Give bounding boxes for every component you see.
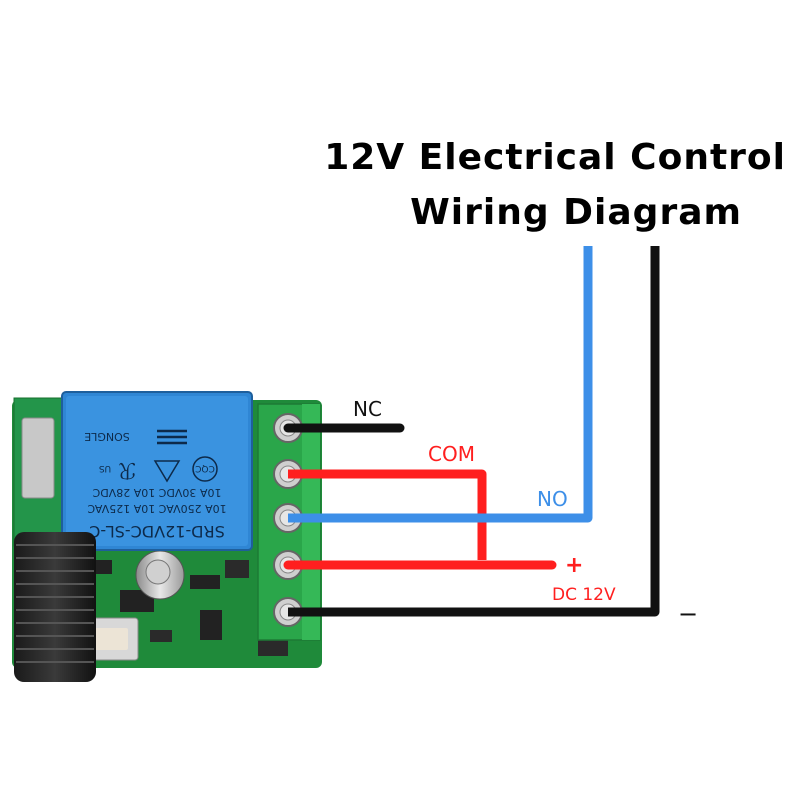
- cqc-mark-icon: [192, 456, 218, 482]
- relay-rating-1: 10A 250VAC 10A 125VAC: [87, 502, 227, 515]
- plus-label: +: [565, 553, 583, 578]
- relay-rating-2: 10A 30VDC 10A 28VDC: [92, 486, 221, 499]
- brand-logo-icon: [157, 429, 187, 445]
- smd-component: [200, 610, 222, 640]
- antenna-coil: [14, 532, 96, 682]
- no-label: NO: [537, 487, 568, 511]
- nc-label: NC: [353, 397, 382, 421]
- relay-model-text: SRD-12VDC-SL-C: [89, 522, 225, 541]
- minus-label: −: [678, 600, 698, 628]
- warning-triangle-icon: [153, 460, 181, 483]
- title-line-1: 12V Electrical Control: [324, 137, 786, 178]
- negative-wire: [288, 246, 660, 617]
- relay-cert-cqc: CQC: [195, 463, 215, 473]
- relay: SRD-12VDC-SL-C 10A 250VAC 10A 125VAC 10A…: [61, 391, 253, 551]
- title-line-2: Wiring Diagram: [410, 192, 742, 233]
- crystal-oscillator: [21, 417, 55, 499]
- relay-brand-text: SONGLE: [84, 430, 130, 443]
- dc-voltage-label: DC 12V: [552, 585, 616, 605]
- smd-component: [120, 590, 154, 612]
- smd-component: [150, 630, 172, 642]
- com-label: COM: [428, 442, 475, 466]
- pairing-button-cap: [92, 628, 128, 650]
- relay-front-face: [66, 396, 248, 546]
- ul-mark-icon: ℛ: [118, 457, 136, 482]
- smd-component: [225, 560, 249, 578]
- com-wire: [288, 469, 487, 560]
- no-wire: [288, 246, 593, 523]
- smd-component: [190, 575, 220, 589]
- capacitor-top: [145, 559, 171, 585]
- relay-cert-us: US: [99, 463, 112, 473]
- smd-component: [258, 640, 288, 656]
